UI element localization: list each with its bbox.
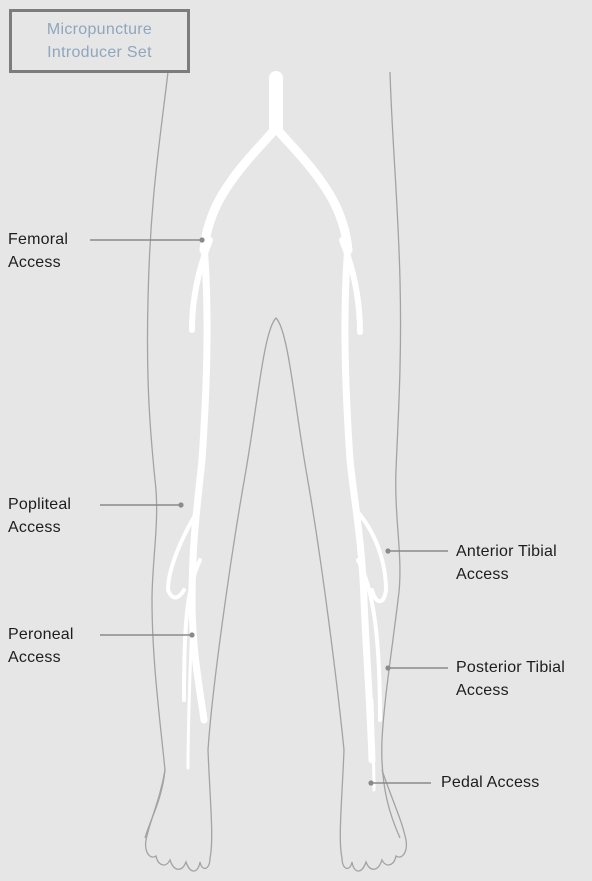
peroneal-label-line1: Peroneal [8,623,74,646]
femoral-label-line1: Femoral [8,228,68,251]
right-iliac-artery [276,128,348,250]
anterior-tibial-label-line2: Access [456,563,557,586]
anterior-tibial-label-line1: Anterior Tibial [456,540,557,563]
posterior-tibial-label-line1: Posterior Tibial [456,656,565,679]
posterior-tibial-access-label: Posterior Tibial Access [456,656,565,702]
femoral-dot [199,237,204,242]
popliteal-label-line1: Popliteal [8,493,71,516]
anterior-tibial-access-label: Anterior Tibial Access [456,540,557,586]
popliteal-access-label: Popliteal Access [8,493,71,539]
peroneal-dot [189,632,194,637]
product-title-line1: Micropuncture [47,18,152,41]
left-iliac-artery [204,128,276,250]
pedal-dot [368,780,373,785]
femoral-access-label: Femoral Access [8,228,68,274]
leg-outlines [145,72,406,871]
product-title-line2: Introducer Set [47,41,152,64]
posterior-tibial-dot [385,665,390,670]
peroneal-access-label: Peroneal Access [8,623,74,669]
left-posterior-branch [188,620,192,768]
pedal-access-label: Pedal Access [441,771,539,794]
popliteal-dot [178,502,183,507]
inner-leg-outline [208,318,344,750]
femoral-label-line2: Access [8,251,68,274]
anterior-tibial-dot [385,548,390,553]
pedal-label-line1: Pedal Access [441,771,539,794]
peroneal-label-line2: Access [8,646,74,669]
product-title-box: Micropuncture Introducer Set [9,9,190,73]
left-leg-outer-outline [145,72,168,838]
artery-network [168,78,386,790]
right-leg-outer-outline [382,72,401,838]
right-pedal-branch [372,700,374,790]
leader-lines [90,237,448,785]
posterior-tibial-label-line2: Access [456,679,565,702]
popliteal-label-line2: Access [8,516,71,539]
